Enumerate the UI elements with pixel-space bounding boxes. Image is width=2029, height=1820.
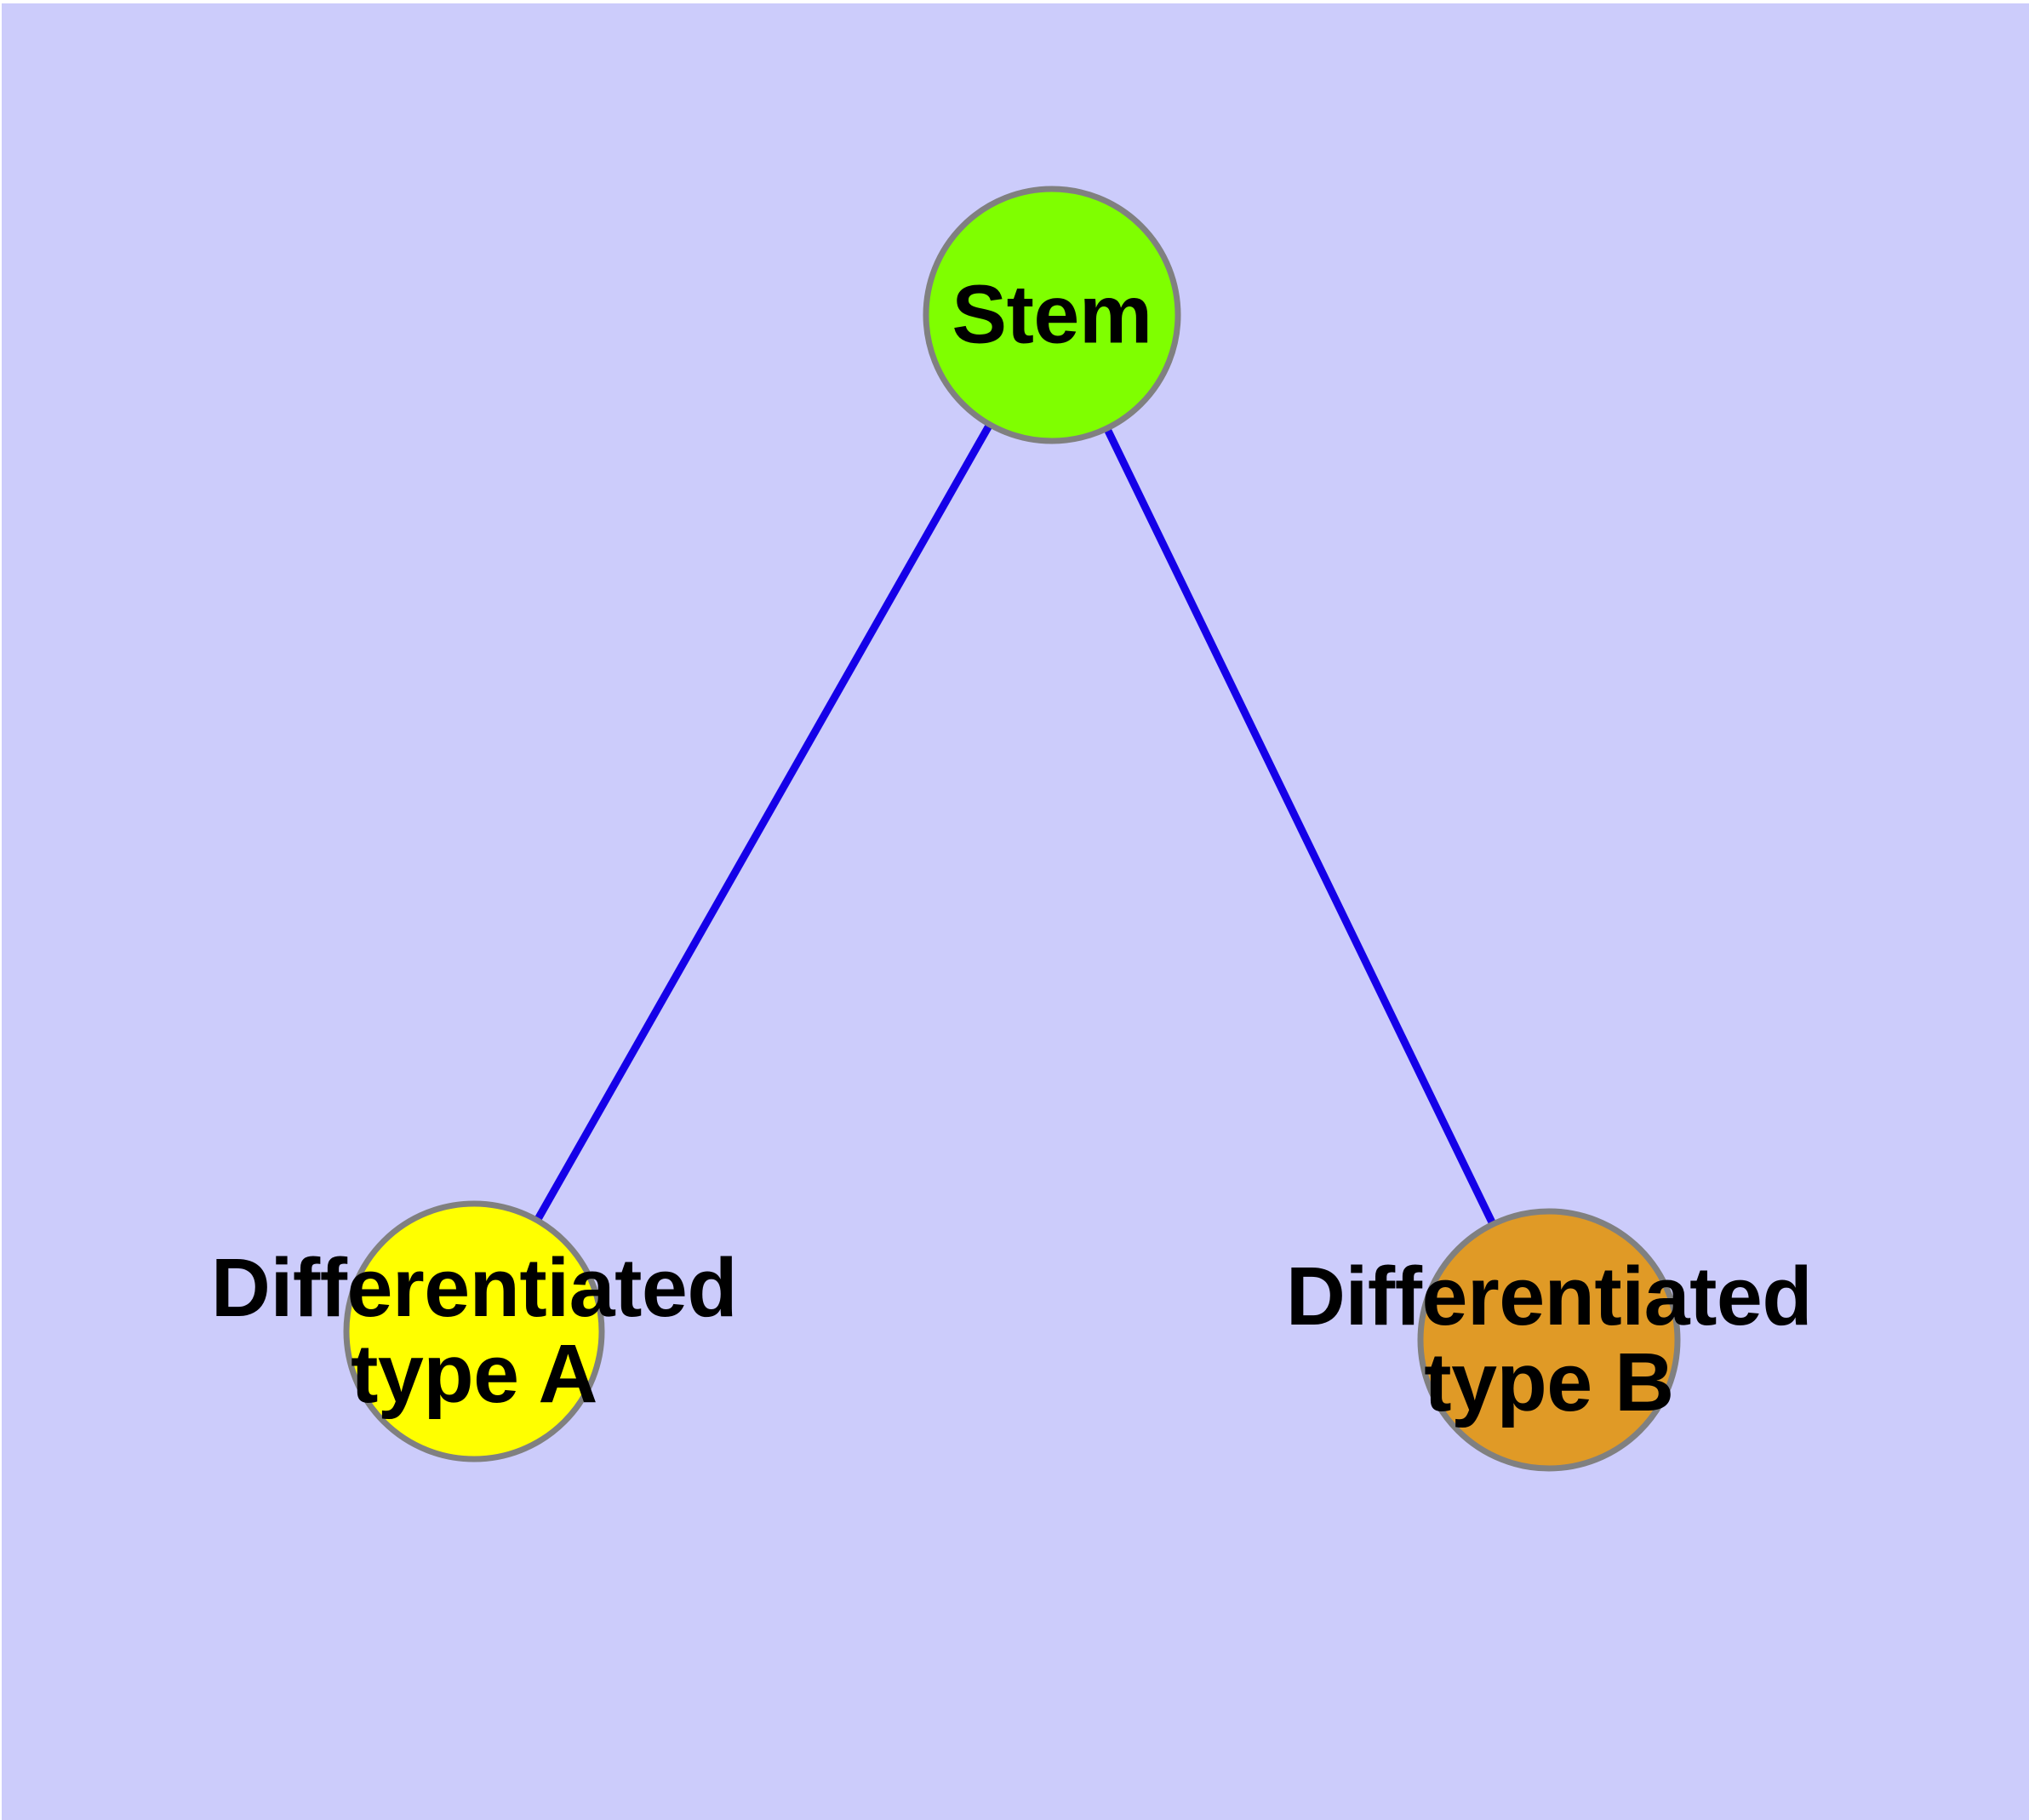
- node-circle-diff_a[interactable]: [343, 1200, 605, 1462]
- edges-group: [471, 312, 1553, 1342]
- edge-stem-diff-a[interactable]: [471, 312, 1055, 1334]
- node-circle-stem[interactable]: [923, 186, 1181, 444]
- edge-stem-diff-b[interactable]: [1048, 313, 1553, 1342]
- node-circle-diff_b[interactable]: [1417, 1208, 1681, 1472]
- nodes-group: [343, 186, 1681, 1472]
